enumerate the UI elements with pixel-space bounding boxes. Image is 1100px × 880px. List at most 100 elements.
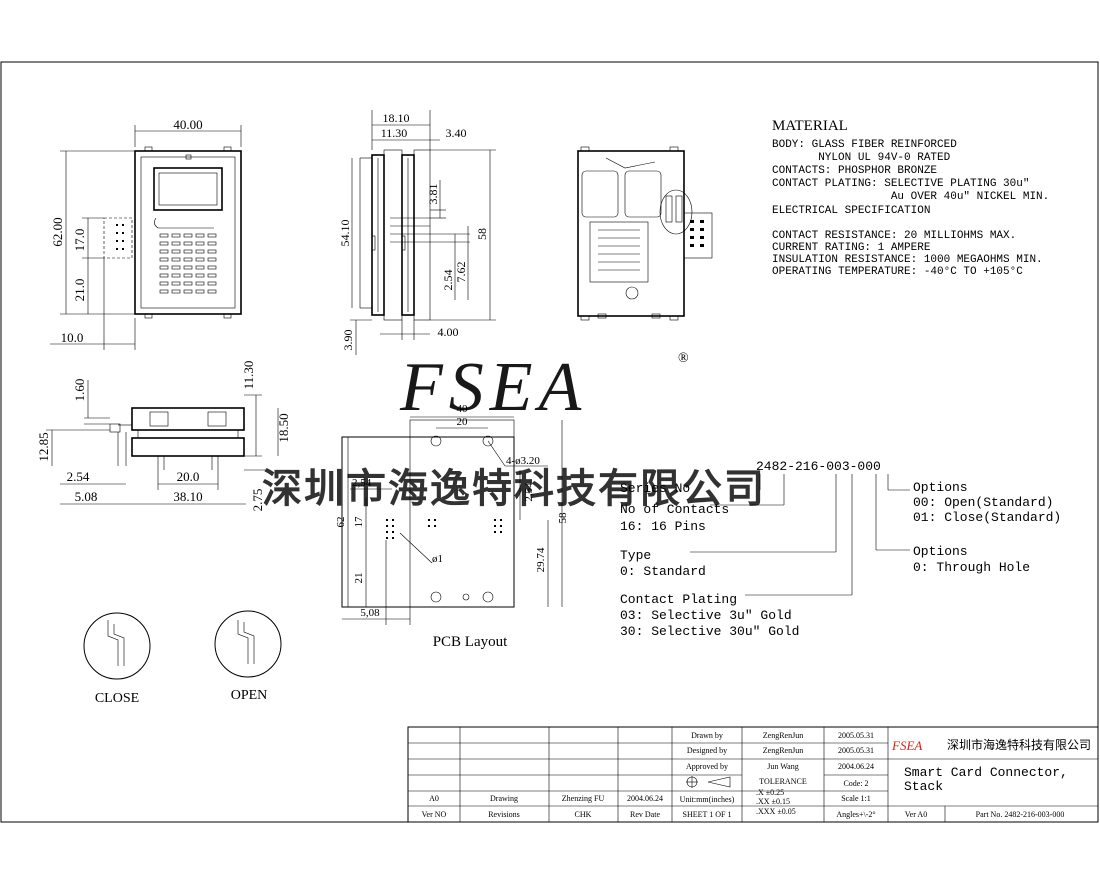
material-line-8: CONTACT RESISTANCE: 20 MILLIOHMS MAX. bbox=[772, 230, 1016, 242]
tb-rev-desc: Drawing bbox=[490, 794, 518, 803]
tb-product-1: Smart Card Connector, bbox=[904, 765, 1068, 780]
dim-38-10: 38.10 bbox=[173, 489, 202, 504]
tb-company: 深圳市海逸特科技有限公司 bbox=[947, 737, 1091, 752]
front-view: 40.00 62.00 17.0 21.0 10.0 bbox=[50, 117, 242, 350]
pn-plating: Contact Plating bbox=[620, 592, 737, 607]
tb-unit: Unit:mm(inches) bbox=[680, 795, 735, 804]
pn-options2-1: 0: Through Hole bbox=[913, 560, 1030, 575]
tb-designed-date: 2005.05.31 bbox=[838, 746, 874, 755]
tb-part-no: Part No. 2482-216-003-000 bbox=[976, 810, 1065, 819]
tb-ver: Ver A0 bbox=[905, 810, 927, 819]
title-block: Drawn by ZengRenJun 2005.05.31 Designed … bbox=[407, 726, 1099, 823]
dim-width: 40.00 bbox=[173, 117, 202, 132]
tb-h-ver: Ver NO bbox=[422, 810, 447, 819]
tb-h-rev: Revisions bbox=[488, 810, 520, 819]
dim-part-a: 11.30 bbox=[381, 126, 408, 140]
dim-2-54: 2.54 bbox=[67, 469, 90, 484]
tb-product-2: Stack bbox=[904, 779, 943, 794]
tb-approved-label: Approved by bbox=[686, 762, 728, 771]
tb-rev-chk: Zhenzing FU bbox=[562, 794, 605, 803]
pn-options1: Options bbox=[913, 480, 968, 495]
tb-rev-date: 2004.06.24 bbox=[627, 794, 663, 803]
dim-depth: 4.00 bbox=[438, 325, 459, 339]
pn-code: 2482-216-003-000 bbox=[756, 459, 881, 474]
tb-logo: FSEA bbox=[891, 738, 922, 753]
top-view bbox=[577, 146, 713, 321]
dim-pin-b: 7.62 bbox=[454, 262, 468, 283]
material-line-2: NYLON UL 94V-0 RATED bbox=[772, 152, 951, 164]
tb-sheet: SHEET 1 OF 1 bbox=[683, 810, 732, 819]
material-line-5: Au OVER 40u" NICKEL MIN. bbox=[772, 191, 1049, 203]
pcb-h: 62 bbox=[335, 517, 347, 528]
dim-body: 54.10 bbox=[338, 220, 352, 247]
tb-drawn-by: ZengRenJun bbox=[763, 731, 803, 740]
pn-options2: Options bbox=[913, 544, 968, 559]
dim-1-60: 1.60 bbox=[72, 379, 87, 402]
dim-part-b: 3.40 bbox=[446, 126, 467, 140]
tb-designed-by: ZengRenJun bbox=[763, 746, 803, 755]
dim-bottom: 3.90 bbox=[341, 330, 355, 351]
tb-h-date: Rev Date bbox=[630, 810, 660, 819]
dim-12-85: 12.85 bbox=[36, 432, 51, 461]
pcb-h4: 21 bbox=[353, 573, 365, 584]
close-open-detail: CLOSE OPEN bbox=[83, 610, 282, 706]
pn-options1-2: 01: Close(Standard) bbox=[913, 510, 1061, 525]
pcb-pitch2: 2,54 bbox=[523, 482, 535, 502]
dim-5-08: 5.08 bbox=[75, 489, 98, 504]
material-line-1: BODY: GLASS FIBER REINFORCED bbox=[772, 139, 957, 151]
tb-angles: Angles+\-2° bbox=[836, 810, 875, 819]
tb-tol2: .XX ±0.15 bbox=[756, 797, 790, 806]
material-line-4: CONTACT PLATING: SELECTIVE PLATING 30u" bbox=[772, 178, 1029, 190]
pn-type: Type bbox=[620, 548, 651, 563]
tb-drawn-date: 2005.05.31 bbox=[838, 731, 874, 740]
watermark-reg: ® bbox=[678, 351, 689, 366]
pn-options1-1: 00: Open(Standard) bbox=[913, 495, 1053, 510]
tb-tol1: .X ±0.25 bbox=[756, 788, 784, 797]
tb-designed-label: Designed by bbox=[687, 746, 727, 755]
dim-18-50: 18.50 bbox=[276, 413, 291, 442]
pn-type-value: 0: Standard bbox=[620, 564, 706, 579]
material-line-10: INSULATION RESISTANCE: 1000 MEGAOHMS MIN… bbox=[772, 254, 1043, 266]
pn-series: Series No bbox=[620, 481, 690, 496]
tb-approved-date: 2004.06.24 bbox=[838, 762, 874, 771]
tb-scale: Scale 1:1 bbox=[841, 794, 871, 803]
pcb-h2: 58 bbox=[557, 512, 569, 524]
pcb-title: PCB Layout bbox=[433, 634, 508, 650]
dim-11-30: 11.30 bbox=[241, 361, 256, 390]
pcb-pin: ø1 bbox=[432, 553, 443, 565]
pcb-layout: 40 20 4-ø3.20 2,54 2,54 62 58 17 21 29.7… bbox=[335, 403, 569, 650]
pn-plating-1: 03: Selective 3u" Gold bbox=[620, 608, 792, 623]
pn-contacts: No of Contacts bbox=[620, 502, 729, 517]
pcb-w: 40 bbox=[457, 403, 469, 415]
dim-total: 18.10 bbox=[383, 111, 410, 125]
material-line-3: CONTACTS: PHOSPHOR BRONZE bbox=[772, 165, 937, 177]
label-open: OPEN bbox=[231, 688, 268, 703]
dim-left: 10.0 bbox=[61, 330, 84, 345]
tb-rev-ver: A0 bbox=[429, 794, 439, 803]
dim-pin-a: 2.54 bbox=[441, 270, 455, 291]
dim-height: 62.00 bbox=[50, 217, 65, 246]
projection-cone-icon bbox=[707, 776, 731, 788]
dim-h2: 58 bbox=[475, 228, 489, 240]
watermark: FSEA ® 深圳市海逸特科技有限公司 bbox=[262, 349, 764, 511]
pn-contacts-value: 16: 16 Pins bbox=[620, 519, 706, 534]
pcb-off: 5,08 bbox=[360, 607, 380, 619]
pcb-holes: 4-ø3.20 bbox=[506, 455, 540, 467]
material-line-9: CURRENT RATING: 1 AMPERE bbox=[772, 242, 931, 254]
material-line-6: ELECTRICAL SPECIFICATION bbox=[772, 205, 930, 217]
tb-code: Code: 2 bbox=[843, 779, 868, 788]
pn-plating-2: 30: Selective 30u" Gold bbox=[620, 624, 799, 639]
dim-2-75: 2.75 bbox=[250, 489, 265, 512]
pcb-pitch: 2,54 bbox=[352, 477, 372, 489]
dim-h1: 3.81 bbox=[426, 184, 440, 205]
material-line-11: OPERATING TEMPERATURE: -40°C TO +105°C bbox=[772, 266, 1023, 278]
side-view: 18.10 11.30 3.40 54.10 3.81 58 2.54 7.62… bbox=[338, 110, 496, 355]
material-spec: MATERIAL BODY: GLASS FIBER REINFORCED NY… bbox=[772, 118, 1049, 278]
material-title: MATERIAL bbox=[772, 118, 848, 134]
label-close: CLOSE bbox=[95, 691, 139, 706]
tb-tol3: .XXX ±0.05 bbox=[756, 807, 796, 816]
part-number-breakdown: 2482-216-003-000 Series No No of Contact… bbox=[620, 459, 1061, 639]
tb-approved-by: Jun Wang bbox=[767, 762, 798, 771]
tb-drawn-label: Drawn by bbox=[691, 731, 723, 740]
